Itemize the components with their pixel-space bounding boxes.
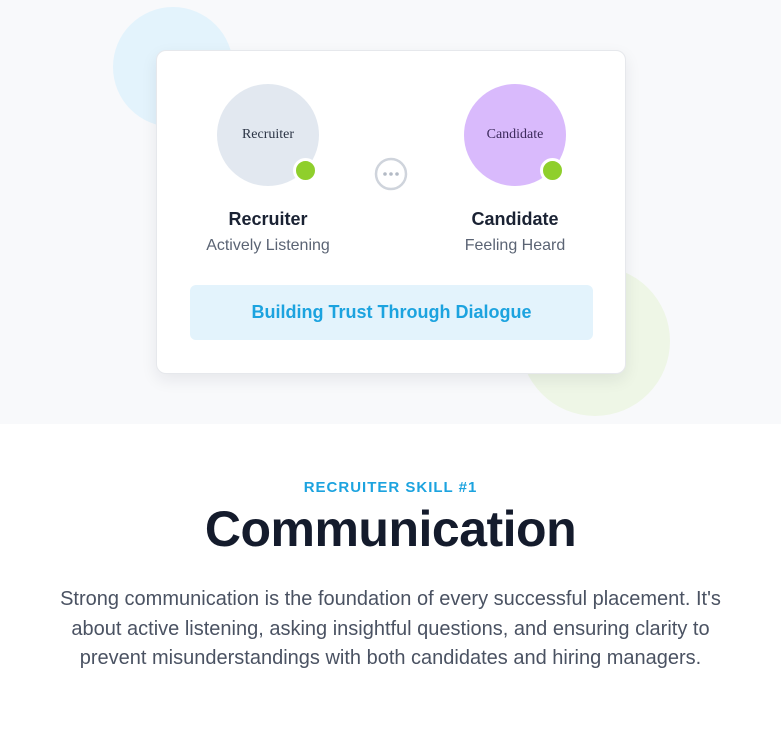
recruiter-avatar-label: Recruiter [241, 127, 295, 142]
candidate-name: Candidate [471, 209, 559, 229]
recruiter-status: Actively Listening [206, 237, 330, 254]
hero-section: Recruiter Candidate Recruiter Actively L… [113, 7, 670, 416]
skill-eyebrow: RECRUITER SKILL #1 [303, 479, 478, 496]
online-status-icon [293, 158, 318, 183]
candidate-avatar-label: Candidate [486, 127, 544, 142]
dialogue-card: Recruiter Candidate Recruiter Actively L… [156, 50, 626, 374]
skill-description: Strong communication is the foundation o… [60, 588, 721, 669]
candidate-avatar: Candidate [464, 84, 566, 186]
chat-dots-icon [373, 156, 409, 192]
online-status-icon [540, 158, 565, 183]
trust-banner: Building Trust Through Dialogue [190, 285, 593, 340]
page-title: Communication [204, 501, 577, 557]
recruiter-name: Recruiter [228, 209, 308, 229]
recruiter-avatar: Recruiter [217, 84, 319, 186]
candidate-status: Feeling Heard [464, 237, 566, 254]
